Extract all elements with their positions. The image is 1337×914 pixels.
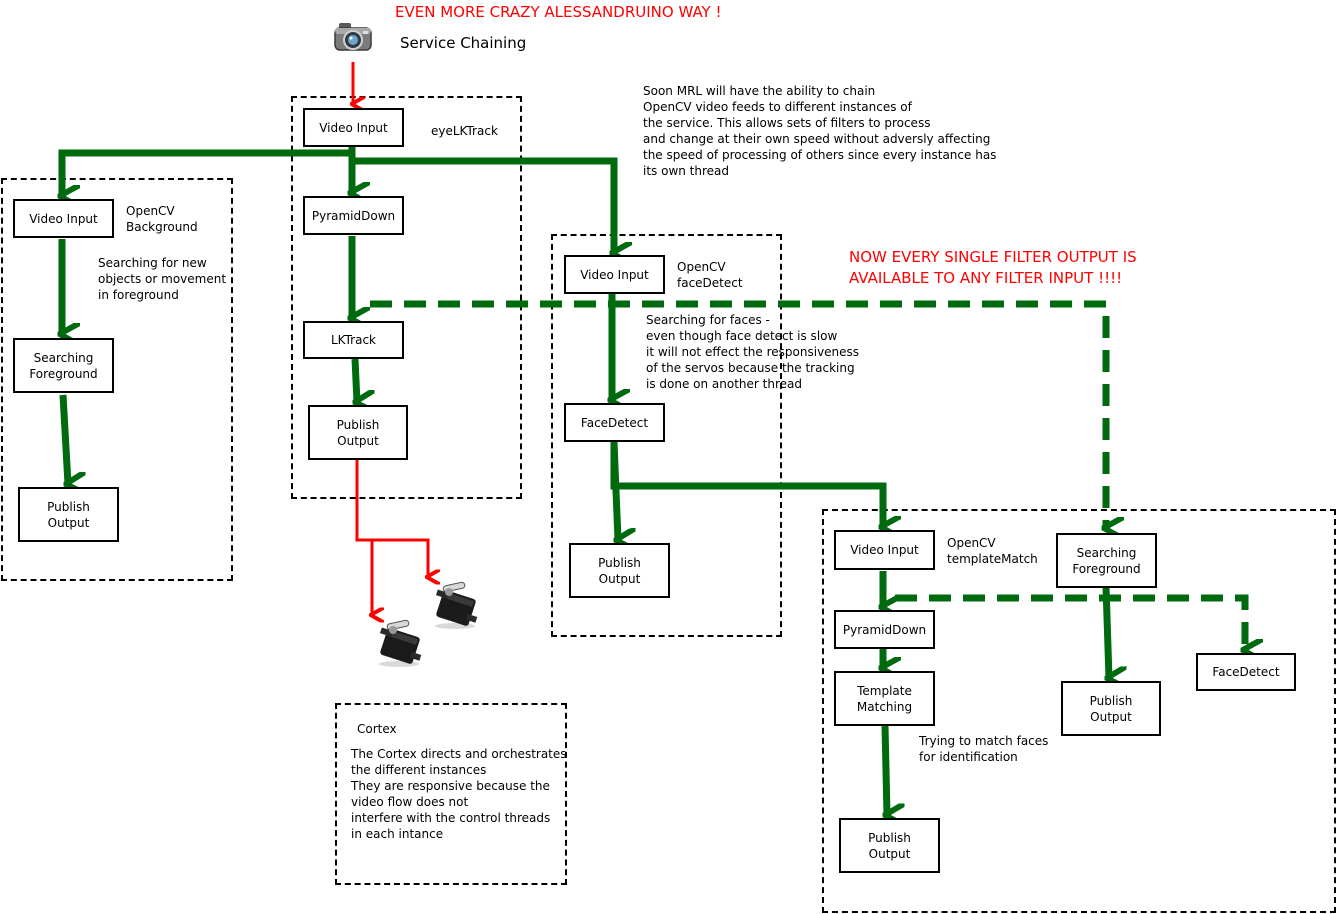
cortex-body: The Cortex directs and orchestrates the … [351,747,567,841]
eye-publish-output-node: Publish Output [308,405,408,460]
templatematch-note: Trying to match faces for identification [919,734,1049,764]
group-cortex [335,703,567,885]
bg-video-input-node: Video Input [13,199,114,238]
facedetect-to-template-input [610,442,883,527]
group-background [1,178,233,581]
tm-video-input-node: Video Input [834,530,935,570]
control-to-servo-left [355,460,372,615]
control-to-servo-right [372,538,428,577]
eye-video-input-node: Video Input [303,108,404,147]
templatematch-label: OpenCV templateMatch [947,536,1038,566]
cortex-title: Cortex [357,722,397,736]
branch-to-facedetect [352,157,614,253]
dashed-pyramid-to-facedetect [895,594,1245,650]
searching-fg2-to-publish [1102,586,1109,678]
tm-pyramid-down-node: PyramidDown [834,610,935,649]
page-title: Service Chaining [400,34,527,52]
bg-publish-output-node: Publish Output [18,487,119,542]
background-note: Searching for new objects or movement in… [98,256,227,302]
lktrack-to-publish [351,358,357,402]
tm-template-matching-node: Template Matching [834,671,935,726]
group-eyelktrack [291,96,522,499]
page-banner: EVEN MORE CRAZY ALESSANDRUINO WAY ! [395,3,722,21]
filter-output-banner: NOW EVERY SINGLE FILTER OUTPUT IS AVAILA… [849,248,1137,287]
dashed-lktrack-to-searching [370,300,1106,528]
camera-icon [334,23,372,51]
eyelktrack-label: eyeLKTrack [431,124,498,138]
tm-face-detect-node: FaceDetect [1196,653,1296,691]
servo-icon [379,619,422,667]
group-templatematch [822,509,1336,913]
bg-searching-foreground-node: Searching Foreground [13,338,114,393]
matching-to-publish [881,725,887,815]
tm-searching-foreground-node: Searching Foreground [1056,533,1157,588]
eye-lktrack-node: LKTrack [303,321,404,359]
fd-face-detect-node: FaceDetect [564,403,665,442]
facedetect-note: Searching for faces - even though face d… [646,313,860,391]
servo-icon [435,581,478,629]
fd-video-input-node: Video Input [564,255,665,294]
group-facedetect [551,234,782,637]
eye-pyramid-down-node: PyramidDown [303,196,404,235]
searching-to-publish [59,394,68,484]
branch-to-background [62,147,356,196]
fd-publish-output-node: Publish Output [569,543,670,598]
tm-publish-output-node: Publish Output [839,818,940,873]
facedetect-label: OpenCV faceDetect [677,260,743,290]
tm-publish-output-2-node: Publish Output [1061,681,1161,736]
chaining-description: Soon MRL will have the ability to chain … [643,84,997,178]
background-label: OpenCV Background [126,204,198,234]
